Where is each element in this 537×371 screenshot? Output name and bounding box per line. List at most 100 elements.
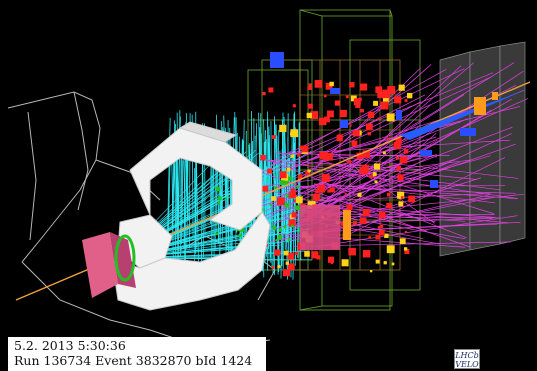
- hit-marker: [362, 250, 371, 258]
- hit-marker: [278, 228, 283, 232]
- hit-marker: [349, 124, 352, 127]
- hit-marker: [367, 131, 372, 136]
- hit-marker: [353, 130, 360, 137]
- hit-marker: [391, 262, 395, 266]
- hit-marker: [398, 84, 405, 91]
- hit-marker: [351, 133, 354, 136]
- track-line: [266, 160, 500, 191]
- hit-marker: [290, 188, 296, 193]
- hit-marker: [288, 176, 293, 181]
- track-line: [336, 216, 502, 219]
- track-line: [269, 167, 272, 263]
- track-line: [280, 149, 283, 279]
- track-line: [302, 105, 485, 163]
- hit-marker: [277, 265, 281, 269]
- track-line: [171, 159, 174, 275]
- hit-marker: [306, 112, 312, 119]
- hit-marker: [362, 208, 370, 217]
- hit-marker: [291, 192, 296, 197]
- hit-marker: [334, 100, 341, 106]
- hit-marker: [275, 238, 279, 242]
- hit-marker: [305, 170, 310, 175]
- hit-marker: [377, 91, 384, 99]
- hit-marker: [276, 197, 285, 206]
- hit-marker: [400, 156, 408, 164]
- hit-marker: [386, 137, 389, 140]
- hit-marker: [339, 109, 347, 118]
- hit-marker: [345, 95, 349, 99]
- hit-marker: [373, 100, 379, 106]
- hit-marker: [352, 221, 357, 226]
- hit-marker: [382, 89, 390, 98]
- hit-marker: [349, 82, 355, 88]
- track-line: [315, 215, 518, 248]
- logo-text-bottom: VELO: [455, 360, 479, 369]
- hit-marker: [403, 247, 408, 251]
- hit-marker: [315, 189, 320, 194]
- track-line: [296, 94, 426, 161]
- track-line: [167, 165, 171, 238]
- muon-hit: [420, 150, 432, 156]
- track-line: [288, 158, 291, 259]
- hit-marker: [396, 166, 402, 171]
- hit-marker: [404, 99, 408, 102]
- hit-marker: [378, 211, 386, 219]
- hit-marker: [336, 135, 343, 142]
- track-line: [291, 126, 513, 212]
- event-datetime: 5.2. 2013 5:30:36: [14, 338, 126, 353]
- hit-marker: [292, 104, 296, 108]
- hit-marker: [353, 98, 361, 106]
- hit-marker: [362, 150, 370, 158]
- hit-marker: [291, 224, 294, 228]
- hit-marker: [224, 197, 227, 200]
- hit-marker: [325, 82, 333, 90]
- muon-hit: [430, 180, 438, 188]
- hit-marker: [393, 141, 401, 150]
- event-run-info: Run 136734 Event 3832870 bId 1424: [14, 353, 253, 368]
- hit-marker: [368, 236, 372, 239]
- hit-marker: [387, 86, 396, 95]
- hit-marker: [329, 187, 335, 193]
- logo-text-top: LHCb: [455, 351, 479, 360]
- hit-marker: [359, 217, 367, 225]
- hit-marker: [346, 204, 353, 211]
- track-line: [336, 157, 506, 241]
- hit-marker: [375, 234, 381, 240]
- hit-marker: [296, 185, 300, 189]
- hit-marker: [277, 234, 283, 240]
- hit-marker: [327, 189, 331, 193]
- hit-marker: [382, 151, 386, 155]
- hit-marker: [307, 169, 311, 173]
- hit-marker: [291, 212, 297, 218]
- hit-marker: [340, 222, 345, 226]
- track-line: [175, 144, 179, 267]
- hit-marker: [262, 185, 269, 192]
- hit-marker: [279, 180, 285, 185]
- hit-marker: [378, 229, 385, 236]
- hit-marker: [325, 152, 333, 161]
- hit-marker: [293, 199, 297, 203]
- hit-marker: [367, 111, 375, 119]
- hit-marker: [329, 81, 334, 87]
- hit-marker: [215, 232, 219, 236]
- hit-marker: [319, 151, 327, 160]
- hit-marker: [288, 219, 296, 227]
- hit-marker: [362, 164, 369, 172]
- track-line: [319, 159, 494, 215]
- hit-marker: [383, 261, 387, 265]
- track-line: [315, 118, 469, 179]
- muon-hit: [340, 120, 348, 128]
- hit-marker: [238, 233, 243, 238]
- hit-marker: [327, 256, 335, 263]
- hit-marker: [344, 192, 347, 196]
- track-line: [321, 205, 509, 224]
- hit-marker: [287, 263, 295, 271]
- hit-marker: [271, 266, 275, 269]
- hit-marker: [260, 154, 266, 161]
- hit-marker: [399, 238, 406, 244]
- hit-marker: [375, 259, 380, 264]
- hit-marker: [286, 167, 291, 172]
- track-line: [276, 186, 436, 223]
- hit-marker: [394, 96, 402, 104]
- hit-marker: [347, 160, 351, 164]
